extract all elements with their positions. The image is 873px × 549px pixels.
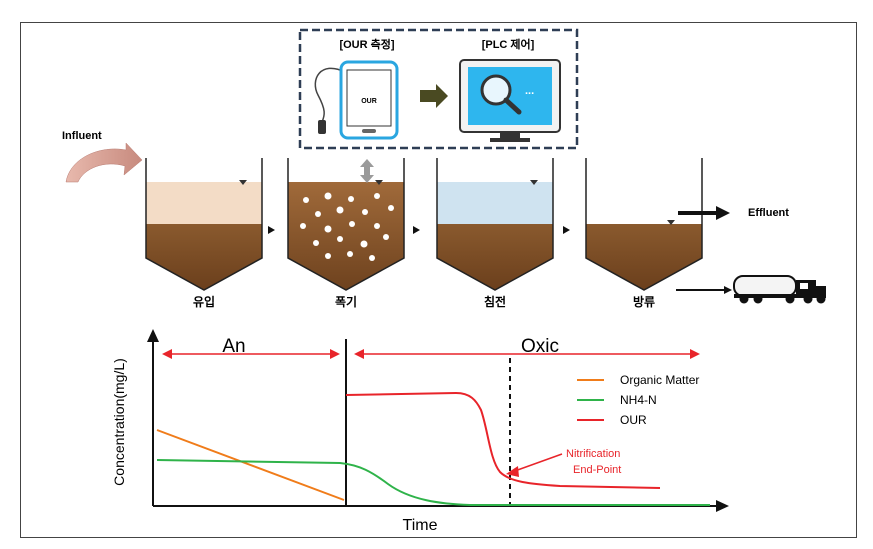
our-measure-title: [OUR 측정] — [339, 37, 394, 51]
series-nh4-n — [156, 459, 710, 506]
y-axis-label: Concentration(mg/L) — [111, 358, 127, 486]
tank-aeration — [287, 158, 405, 291]
annotation-arrow — [511, 453, 563, 473]
tank-discharge — [585, 158, 703, 291]
series-organic-matter — [156, 429, 345, 501]
tank-settling — [436, 158, 554, 291]
magnifier-icon — [480, 74, 512, 106]
tank-label-aeration: 폭기 — [335, 294, 357, 309]
air-bubbles — [300, 192, 394, 261]
flow-arrow-icon — [268, 226, 275, 234]
effluent-label: Effluent — [748, 207, 789, 219]
y-axis-arrow-icon — [147, 329, 159, 342]
annotation-line-1: Nitrification — [566, 448, 620, 460]
sensor-probe-icon — [318, 120, 326, 134]
x-axis-arrow-icon — [716, 500, 729, 512]
tank-truck-icon — [733, 275, 826, 304]
arrow-right-icon — [420, 84, 448, 108]
influent-label: Influent — [62, 130, 102, 142]
phase-label-an: An — [222, 336, 245, 357]
water-level-icon — [239, 180, 247, 185]
phone-icon: OUR — [339, 60, 399, 140]
control-panel: [OUR 측정] [PLC 제어] OUR ... — [298, 28, 579, 150]
tank-influent — [145, 158, 263, 291]
monitor-icon: ... — [459, 59, 561, 142]
water-level-icon — [667, 220, 675, 225]
water-level-icon — [530, 180, 538, 185]
influent-arrow-icon — [65, 142, 143, 183]
effluent-arrow-icon — [716, 206, 730, 220]
screen-dots: ... — [525, 85, 534, 97]
series-our — [345, 391, 661, 489]
chart-legend: Organic Matter NH4-N OUR — [577, 373, 699, 427]
updown-arrow-icon — [360, 159, 374, 183]
tank-label-discharge: 방류 — [633, 294, 655, 309]
x-axis-label: Time — [403, 517, 438, 534]
concentration-chart: An Oxic Nitrification End-Point Organic … — [111, 329, 729, 534]
flow-arrow-icon — [413, 226, 420, 234]
tank-label-influent: 유입 — [193, 295, 215, 309]
legend-nh4-n: NH4-N — [620, 393, 657, 407]
plc-control-title: [PLC 제어] — [482, 37, 535, 51]
flow-arrow-icon — [563, 226, 570, 234]
legend-our: OUR — [620, 413, 647, 427]
legend-organic-matter: Organic Matter — [620, 373, 699, 387]
tank-label-settling: 침전 — [484, 294, 506, 309]
phone-our-label: OUR — [361, 98, 377, 105]
phase-label-oxic: Oxic — [521, 336, 559, 357]
annotation-line-2: End-Point — [573, 464, 621, 476]
sensor-cable — [314, 67, 346, 123]
water-level-icon — [375, 180, 383, 185]
figure-frame — [20, 22, 857, 538]
